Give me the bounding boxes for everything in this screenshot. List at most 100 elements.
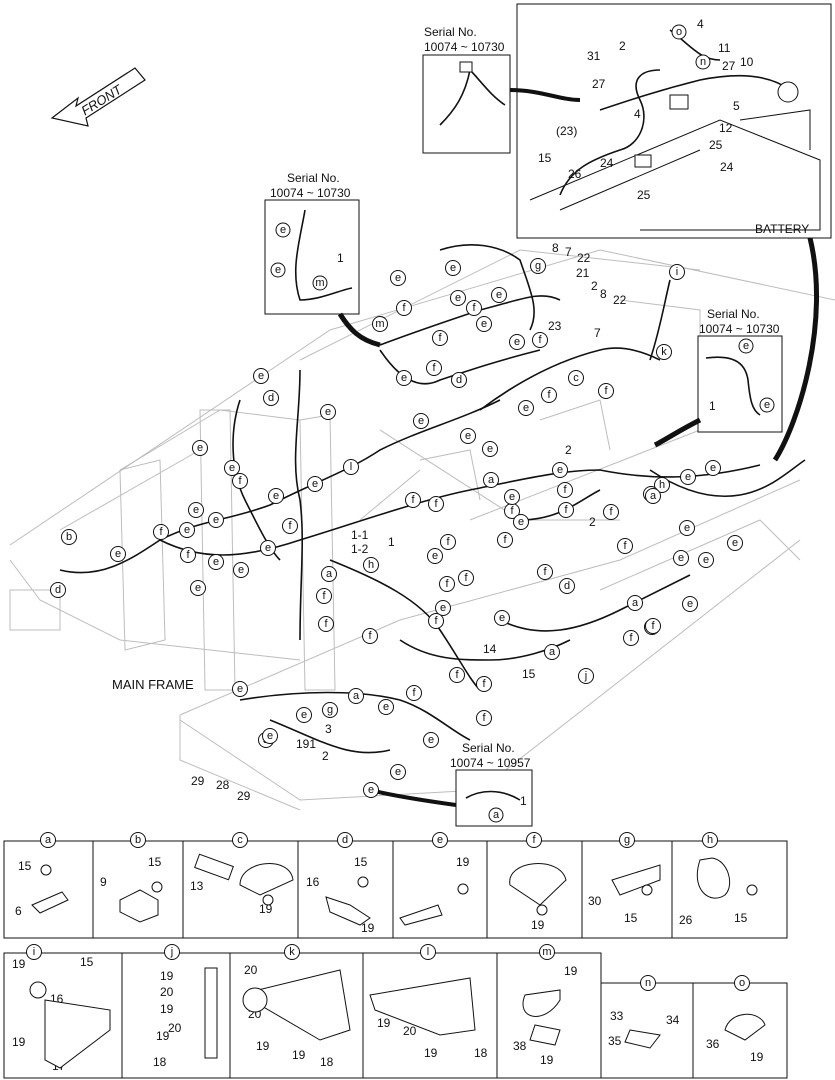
bubble-f-circle (232, 473, 248, 489)
bubble-e-circle (698, 552, 714, 568)
bubble-f-circle (396, 300, 412, 316)
bubble-o-circle (734, 975, 750, 991)
bubble-f: f (322, 590, 326, 602)
part-number: 20 (244, 963, 258, 977)
bubble-e: e (481, 318, 487, 330)
part-number: 23 (548, 319, 562, 333)
battery-num: 25 (709, 138, 723, 152)
bubble-f-circle (532, 332, 548, 348)
bubble-e-circle (363, 782, 379, 798)
bubble-e: e (437, 834, 443, 846)
bubble-a-circle (544, 644, 560, 660)
bubble-e: e (523, 402, 529, 414)
bubble-f: f (482, 678, 486, 690)
part-number: 19 (377, 1016, 391, 1030)
bubble-a: a (549, 646, 556, 658)
bubble-f-circle (318, 616, 334, 632)
part-number: 20 (160, 985, 174, 999)
bubble-f-circle (541, 387, 557, 403)
battery-num: (23) (556, 124, 577, 138)
bubble-f: f (186, 549, 190, 561)
serial-title: Serial No. (462, 741, 515, 755)
bubble-e: e (325, 406, 331, 418)
bubble-i-circle (26, 944, 42, 960)
part-number: 22 (577, 251, 591, 265)
part-number: 191 (296, 737, 316, 751)
serial-title: Serial No. (707, 307, 760, 321)
part-number: 19 (12, 957, 26, 971)
part-number: 29 (237, 789, 251, 803)
bubble-f: f (651, 620, 655, 632)
bubble-f: f (472, 302, 476, 314)
bubble-f-circle (153, 524, 169, 540)
bubble-f: f (564, 504, 568, 516)
bubble-e-circle (233, 562, 249, 578)
battery-num: 10 (740, 55, 754, 69)
bubble-e-circle (413, 413, 429, 429)
bubble-e-circle (262, 728, 278, 744)
bubble-f-circle (406, 685, 422, 701)
bubble-n-circle (640, 975, 656, 991)
bubble-f-circle (558, 502, 574, 518)
bubble-i: i (33, 946, 35, 958)
bubble-b: b (135, 834, 141, 846)
battery-num: 24 (720, 160, 734, 174)
bubble-d-circle (559, 578, 575, 594)
bubble-e: e (395, 766, 401, 778)
bubble-f-circle (180, 547, 196, 563)
main-number-labels: 8 7 22 21 2 8 22 23 7 2 2 1-1 1-2 1 14 1… (191, 241, 627, 803)
bubble-f: f (434, 615, 438, 627)
bubble-e-circle (390, 270, 406, 286)
bubble-i-circle (669, 264, 685, 280)
bubble-a: a (632, 597, 639, 609)
bubble-e: e (265, 542, 271, 554)
bolt-icon (151, 881, 163, 893)
bubble-e: e (115, 548, 121, 560)
bubble-c-circle (232, 832, 248, 848)
bubble-e: e (237, 683, 243, 695)
part-number: 19 (564, 964, 578, 978)
bubble-e-circle (260, 540, 276, 556)
bolt-icon (536, 904, 548, 916)
inset-num: 1 (520, 794, 527, 808)
battery-label: BATTERY (755, 222, 809, 236)
bubble-e-circle (320, 404, 336, 420)
bubble-e: e (684, 522, 690, 534)
part-number: 22 (613, 293, 627, 307)
clip-icon (624, 1029, 661, 1049)
bubble-f: f (238, 475, 242, 487)
bubble-d-circle (50, 582, 66, 598)
part-number: 15 (80, 955, 94, 969)
bubble-e: e (275, 264, 281, 276)
bubble-d-circle (337, 832, 353, 848)
bubble-f-circle (617, 538, 633, 554)
bubble-d: d (342, 834, 348, 846)
bubble-a: a (650, 490, 657, 502)
bubble-e: e (383, 701, 389, 713)
bubble-e: e (195, 582, 201, 594)
bubble-f-circle (428, 496, 444, 512)
part-number: 19 (750, 1050, 764, 1064)
part-number: 1-2 (351, 542, 369, 556)
bubble-e: e (312, 478, 318, 490)
bubble-f: f (609, 506, 613, 518)
bubble-l-circle (343, 459, 359, 475)
bubble-a-circle (40, 832, 56, 848)
part-number: 15 (624, 911, 638, 925)
bubble-f-circle (603, 504, 619, 520)
bubble-f: f (445, 578, 449, 590)
bracket-icon (44, 999, 111, 1069)
bubble-e: e (197, 442, 203, 454)
bracket-icon (369, 977, 476, 1036)
part-number: 2 (565, 443, 572, 457)
bubble-i: i (676, 266, 678, 278)
part-number: 15 (148, 855, 162, 869)
bubble-g: g (327, 704, 333, 716)
part-number: 21 (576, 266, 590, 280)
bubble-e: e (238, 564, 244, 576)
bubble-f: f (159, 526, 163, 538)
bubble-e: e (496, 289, 502, 301)
bubble-n: n (645, 977, 651, 989)
clamp-icon (242, 987, 268, 1013)
